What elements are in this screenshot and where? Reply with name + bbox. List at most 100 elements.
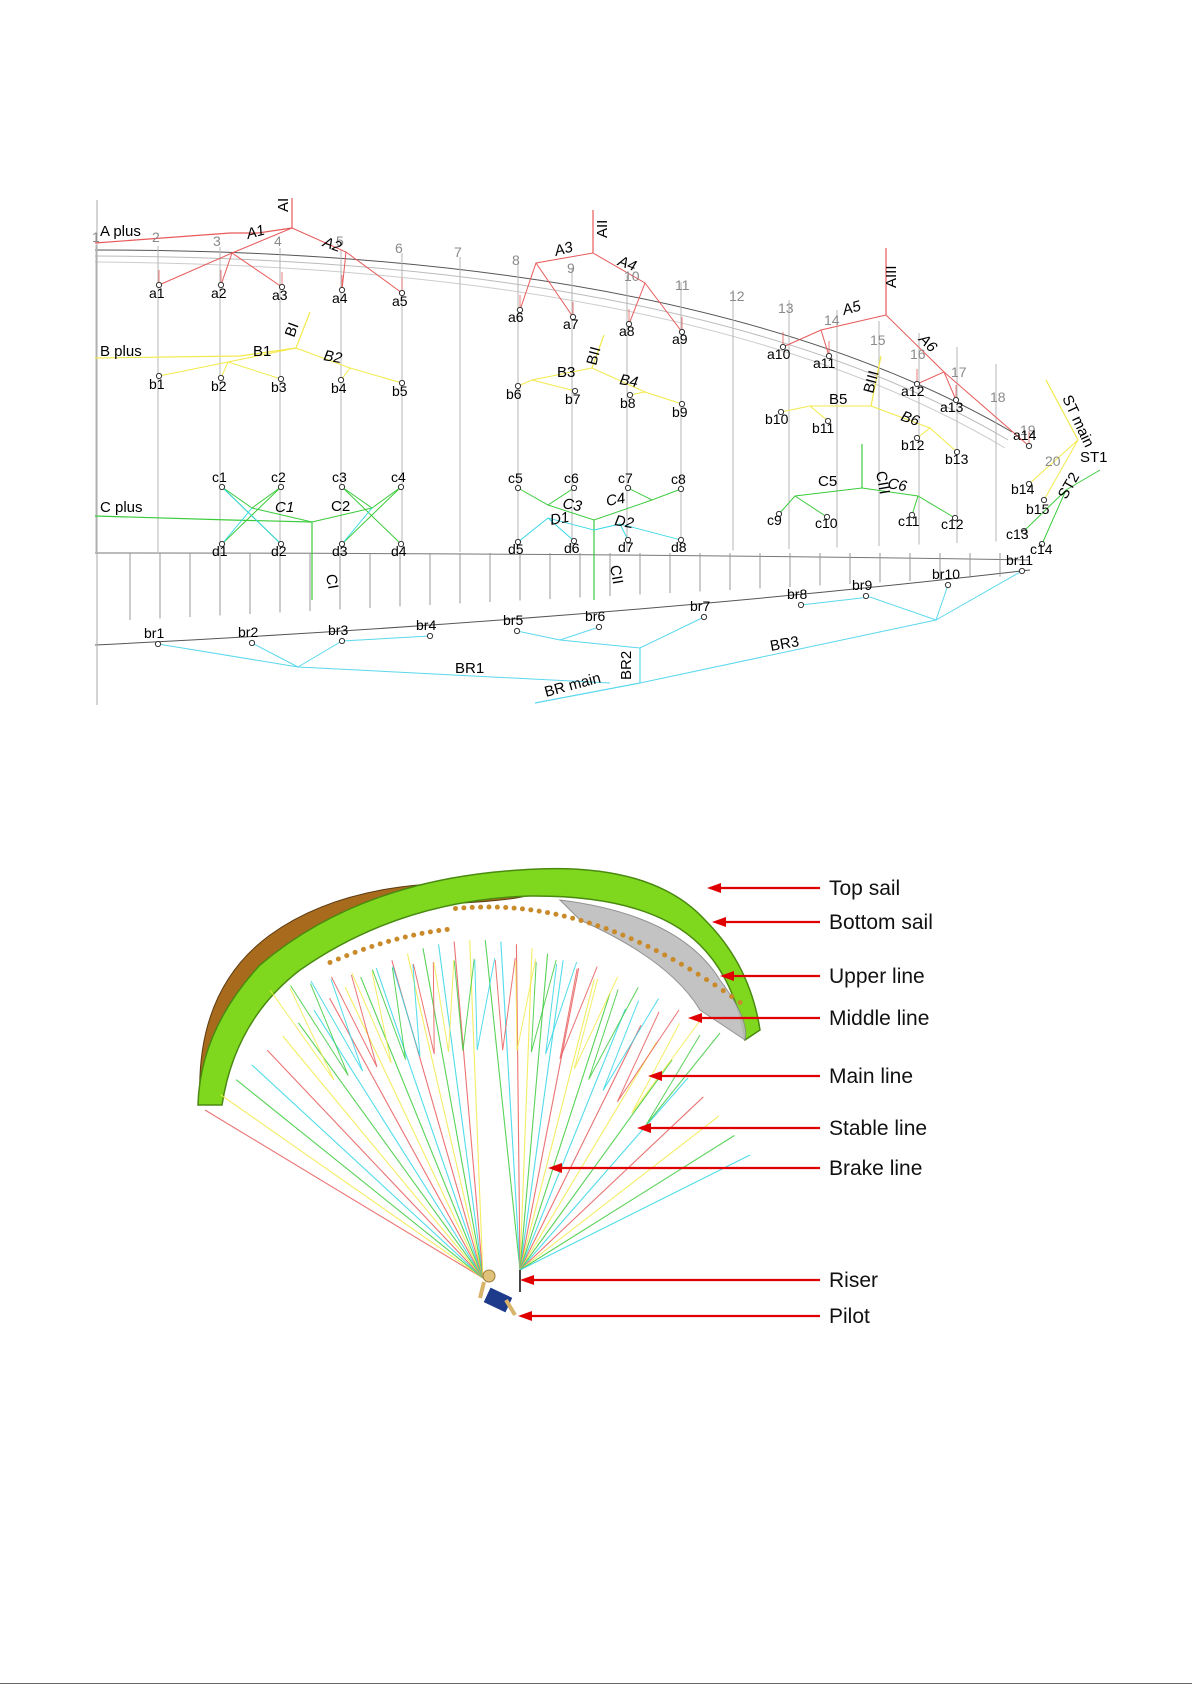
suspension-line: [235, 1079, 484, 1279]
legend-label-top-sail: Top sail: [829, 877, 900, 900]
node-c8-label: c8: [671, 471, 686, 487]
suspension-line: [360, 976, 484, 1279]
rib-number-7: 7: [454, 244, 462, 260]
a-branch: [231, 252, 283, 288]
line-label-c1: C1: [275, 499, 294, 516]
cell-opening: [519, 906, 525, 912]
cell-opening: [327, 960, 333, 965]
cell-opening: [453, 906, 459, 912]
cell-opening: [411, 932, 417, 938]
line-label-biii: BIII: [860, 369, 882, 395]
suspension-line: [438, 944, 484, 1279]
b-branch: [531, 379, 576, 392]
node-a3-point: [278, 283, 286, 291]
node-c2-label: c2: [271, 469, 286, 485]
line-label-b-plus: B plus: [100, 343, 142, 360]
cell-opening: [603, 926, 609, 932]
line-label-b1: B1: [253, 343, 271, 360]
node-a13-point: [952, 396, 960, 404]
b-riser-bii: [591, 334, 605, 369]
cell-opening: [578, 917, 584, 923]
node-c1-point: [218, 483, 226, 491]
cell-opening: [503, 905, 509, 911]
cell-opening: [369, 944, 375, 950]
pointer-arrowhead-1: [712, 917, 726, 927]
node-a12-point: [913, 380, 921, 388]
line-label-br1: BR1: [455, 660, 484, 677]
cell-opening: [386, 938, 392, 944]
node-c7-point: [624, 484, 632, 492]
legend-label-middle-line: Middle line: [829, 1007, 929, 1030]
cascade-line: [616, 1009, 680, 1103]
cascade-line: [602, 998, 659, 1091]
rib-number-11: 11: [675, 277, 690, 293]
b-branch: [227, 361, 282, 380]
suspension-line: [519, 1154, 751, 1271]
node-br3-label: br3: [328, 622, 348, 638]
c-branch: [547, 499, 653, 521]
legend-label-main-line: Main line: [829, 1065, 913, 1088]
node-d8-point: [677, 536, 685, 544]
line-label-bii: BII: [583, 345, 604, 367]
rib-number-2: 2: [152, 229, 160, 245]
suspension-line: [519, 1008, 626, 1271]
cell-opening: [402, 934, 408, 940]
d-branch: [547, 517, 621, 531]
a-branch: [943, 371, 1030, 447]
line-label-b3: B3: [557, 364, 575, 381]
cascade-line: [453, 958, 475, 1051]
node-c6-label: c6: [564, 470, 579, 486]
node-d2-point: [277, 540, 285, 548]
c-cross: [341, 486, 402, 545]
node-c5-label: c5: [508, 470, 523, 486]
node-b10-label: b10: [765, 411, 789, 427]
b-branch: [517, 367, 593, 387]
c-branch: [251, 507, 313, 523]
node-a10-label: a10: [767, 346, 791, 362]
cell-opening: [419, 930, 425, 936]
node-b11-point: [824, 417, 832, 425]
line-label-b5: B5: [829, 391, 847, 408]
line-label-br3: BR3: [769, 633, 801, 655]
cell-opening: [545, 910, 551, 916]
line-label-st-main: ST main: [1058, 393, 1097, 451]
cell-opening: [444, 926, 450, 932]
b-riser-bi: [295, 311, 311, 349]
suspension-line: [519, 948, 533, 1271]
rib-number-9: 9: [567, 260, 575, 276]
node-br4-label: br4: [416, 617, 436, 633]
br1-cascade: [297, 635, 431, 668]
pointer-arrowhead-8: [518, 1311, 532, 1321]
node-b14-point: [1025, 480, 1033, 488]
cascade-line: [631, 1021, 700, 1114]
suspension-line: [519, 1115, 720, 1271]
a-branch: [820, 329, 830, 357]
node-b15-label: b15: [1026, 501, 1050, 517]
suspension-line: [519, 1135, 735, 1271]
cascade-line: [351, 970, 392, 1064]
d-cross: [221, 486, 282, 545]
c-branch: [341, 486, 402, 509]
suspension-line: [519, 979, 595, 1271]
node-br1-label: br1: [144, 625, 164, 641]
suspension-line: [375, 967, 484, 1279]
line-label-st1: ST1: [1080, 449, 1108, 466]
cell-opening: [687, 966, 693, 972]
node-b8-label: b8: [620, 395, 636, 411]
cell-opening: [436, 928, 442, 934]
node-d8-label: d8: [671, 539, 687, 555]
b-branch: [929, 427, 958, 453]
suspension-line: [422, 948, 484, 1279]
node-d1-label: d1: [212, 543, 228, 559]
node-c11-point: [908, 511, 916, 519]
br3-cascade: [935, 570, 1023, 621]
line-label-c6: C6: [886, 475, 908, 495]
b-branch: [644, 391, 683, 405]
node-br5-point: [513, 627, 521, 635]
pointer-arrowhead-0: [707, 883, 721, 893]
node-c14-label: c14: [1030, 541, 1053, 557]
br3-line: [639, 619, 937, 684]
node-br8-label: br8: [787, 586, 807, 602]
br1-line: [297, 666, 611, 684]
